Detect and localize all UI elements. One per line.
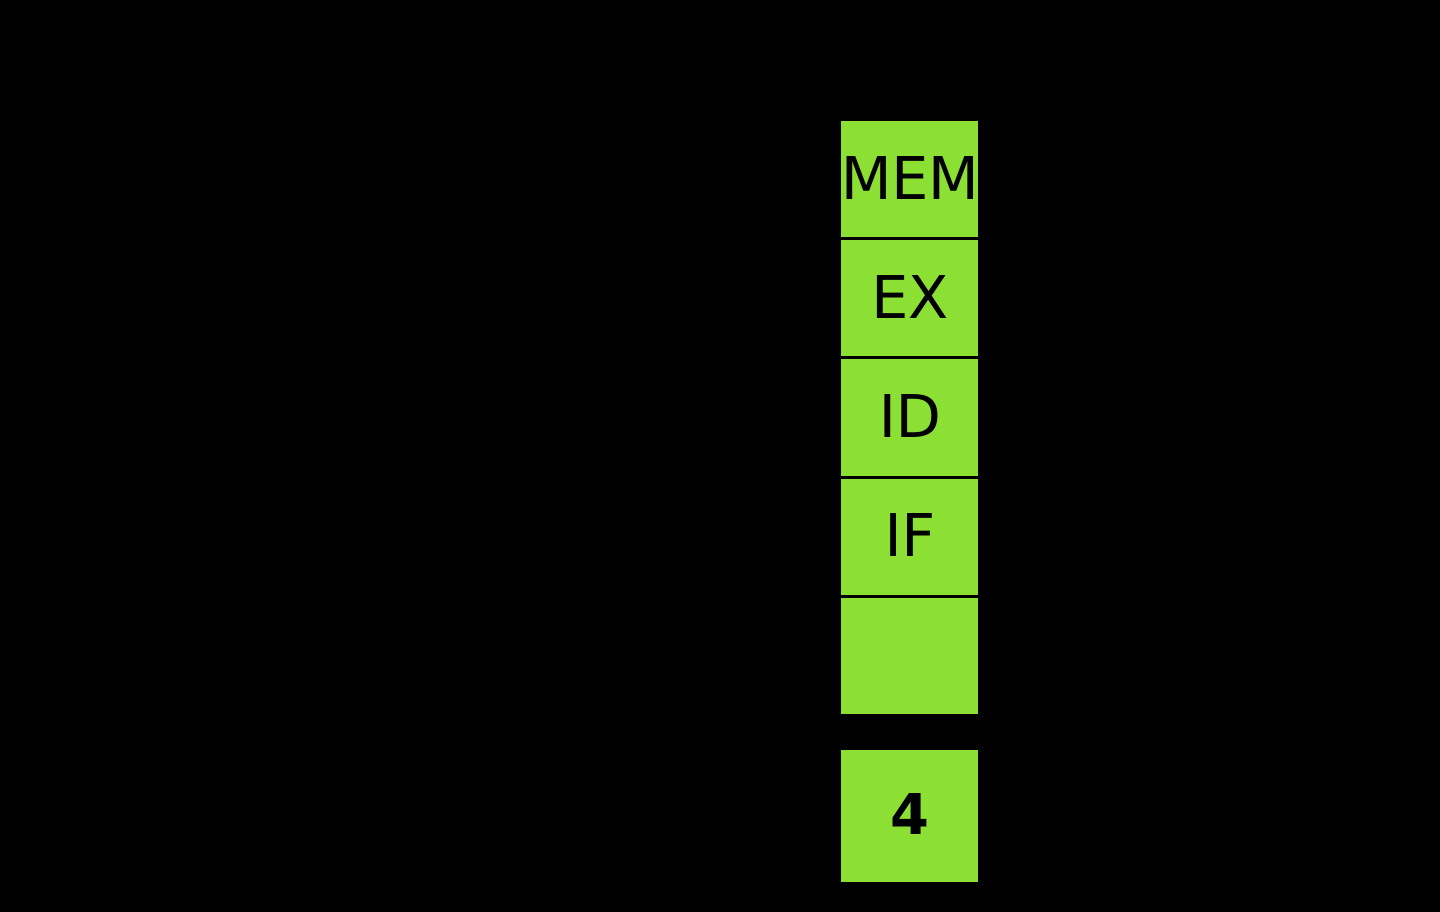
stage-cell-id[interactable]: ID bbox=[841, 359, 978, 476]
counter-box[interactable]: 4 bbox=[841, 750, 978, 882]
pipeline-stage-stack: MEM EX ID IF bbox=[840, 121, 979, 715]
stage-cell-empty[interactable] bbox=[841, 597, 978, 715]
stage-cell-label: IF bbox=[884, 501, 935, 571]
stage-cell-if[interactable]: IF bbox=[841, 478, 978, 595]
stage-cell-mem[interactable]: MEM bbox=[840, 121, 979, 238]
stage-cell-label: ID bbox=[878, 382, 941, 451]
stage-cell-label: EX bbox=[871, 262, 948, 332]
stage-cell-ex[interactable]: EX bbox=[841, 240, 978, 357]
counter-value: 4 bbox=[890, 783, 929, 848]
stage-cell-label: MEM bbox=[840, 143, 979, 213]
